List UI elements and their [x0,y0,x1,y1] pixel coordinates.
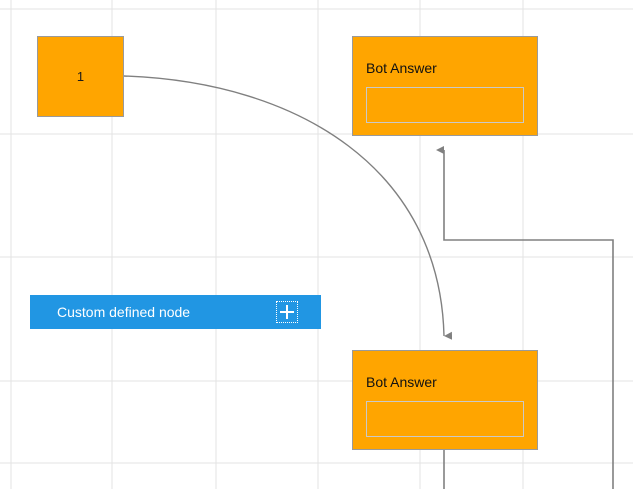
custom-defined-node-palette-item[interactable]: Custom defined node [30,295,321,329]
bot-answer-node-top[interactable]: Bot Answer [352,36,538,136]
custom-defined-node-label: Custom defined node [57,304,191,320]
plus-icon[interactable] [276,301,298,323]
bot-answer-field-top[interactable] [366,87,524,123]
start-node[interactable]: 1 [37,36,124,117]
start-node-label: 1 [76,69,85,84]
bot-answer-field-bottom[interactable] [366,401,524,437]
bot-answer-title-bottom: Bot Answer [366,374,437,390]
bot-answer-title-top: Bot Answer [366,60,437,76]
bot-answer-node-bottom[interactable]: Bot Answer [352,350,538,450]
